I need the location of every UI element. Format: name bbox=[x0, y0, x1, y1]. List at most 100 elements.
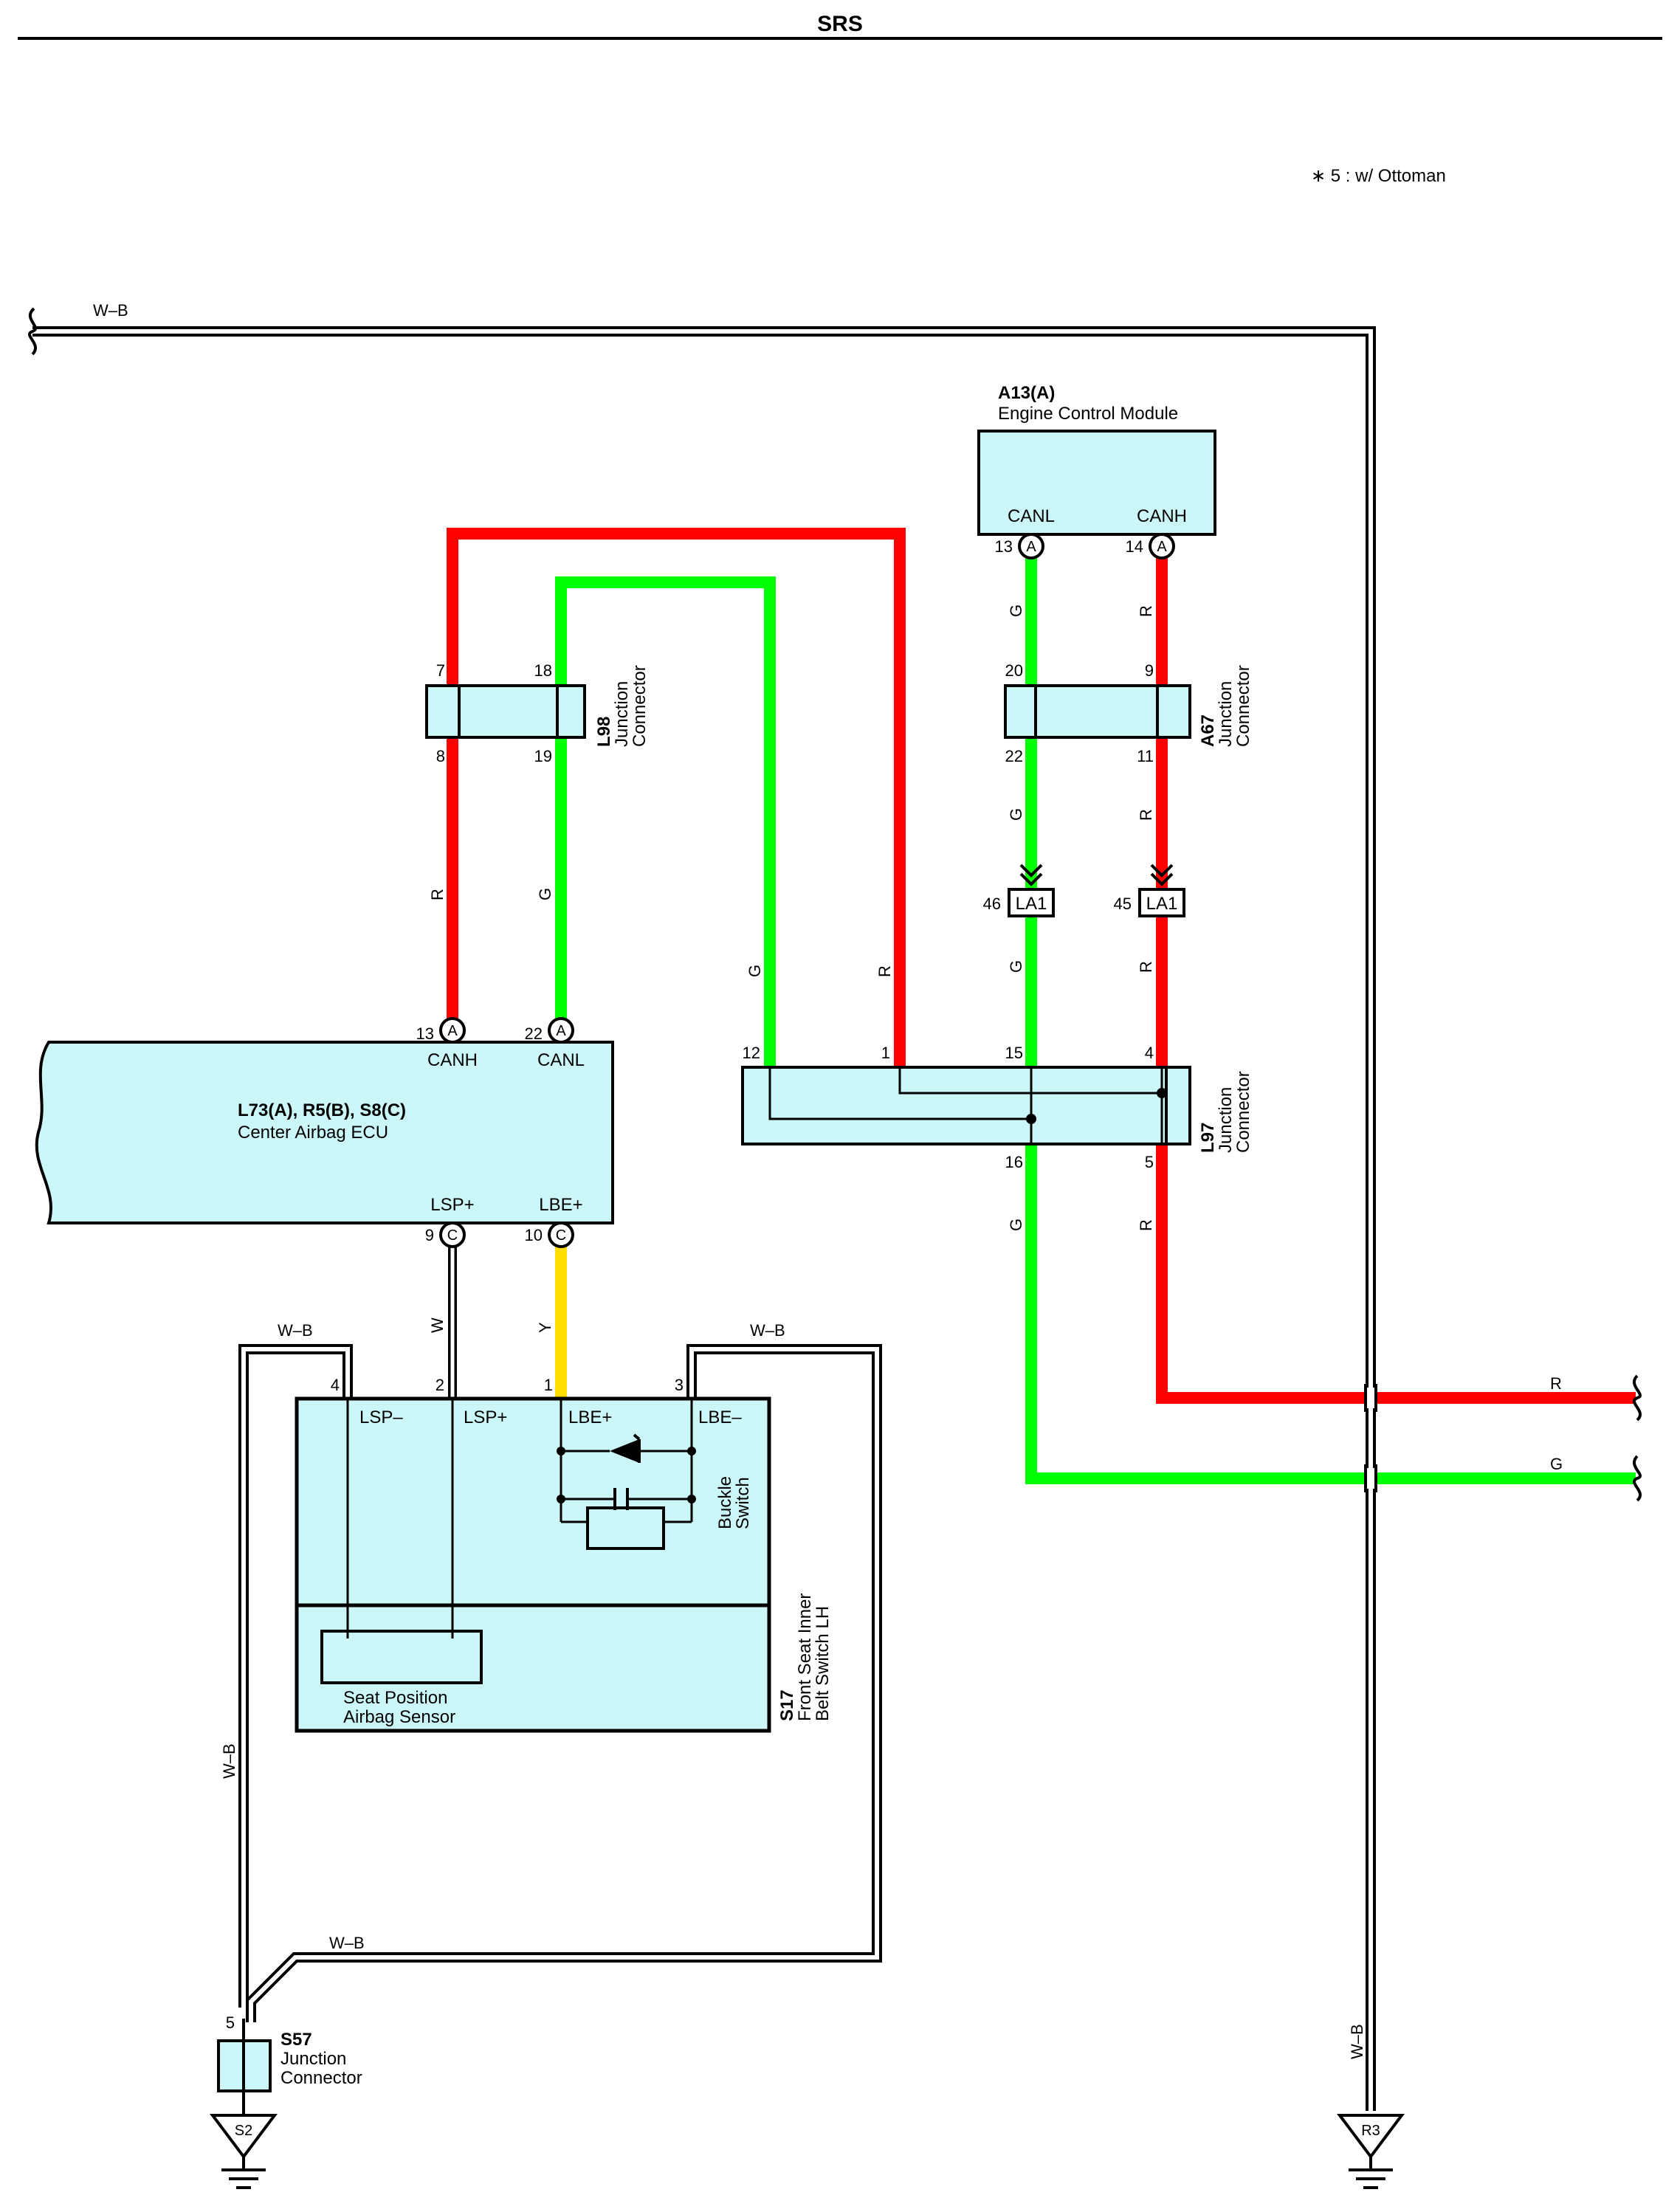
l97-name-1: Junction bbox=[1216, 1087, 1236, 1153]
s17-pin-1: 1 bbox=[544, 1376, 553, 1394]
s17-pin-4: 4 bbox=[331, 1376, 340, 1394]
wire-label-r-ecm: R bbox=[1137, 605, 1155, 617]
buckle-label-2: Switch bbox=[733, 1477, 753, 1529]
s17-name-2: Belt Switch LH bbox=[813, 1606, 833, 1721]
wire-label-w: W bbox=[428, 1317, 447, 1333]
connector-bubbles: A A A A C C bbox=[439, 533, 1175, 1248]
wire-green-l98-l97 bbox=[555, 576, 776, 1067]
wire-break-right-g bbox=[1633, 1455, 1642, 1502]
l98-code: L98 bbox=[594, 717, 614, 747]
ecu-lsp-no: 9 bbox=[425, 1226, 434, 1244]
wire-red-l97-out bbox=[1156, 1143, 1636, 1404]
ecm-name: Engine Control Module bbox=[998, 404, 1178, 424]
wire-green-l97-out bbox=[1025, 1143, 1636, 1484]
svg-text:A: A bbox=[1026, 539, 1036, 555]
svg-text:A: A bbox=[556, 1023, 566, 1039]
buckle-label-1: Buckle bbox=[715, 1476, 735, 1529]
s17-pin-lbe-plus: LBE+ bbox=[568, 1408, 612, 1427]
a67-name-1: Junction bbox=[1216, 681, 1236, 747]
l98-connector: 7 18 8 19 L98 Junction Connector bbox=[425, 661, 650, 765]
ecm-pin-canh: CANH bbox=[1137, 506, 1187, 526]
l98-name-1: Junction bbox=[612, 681, 632, 747]
l97-code: L97 bbox=[1198, 1123, 1218, 1153]
airbag-ecu: CANH CANL L73(A), R5(B), S8(C) Center Ai… bbox=[35, 1024, 614, 1244]
wire-label-r-a67: R bbox=[1137, 809, 1155, 821]
wire-wb-top bbox=[32, 326, 1376, 2111]
ecu-lbe-no: 10 bbox=[525, 1226, 543, 1244]
wire-label-wb-return: W–B bbox=[329, 1934, 365, 1952]
s17-code: S17 bbox=[777, 1689, 797, 1721]
l97-bus-green-a bbox=[768, 1067, 1031, 1120]
la1-pin-45: 45 bbox=[1114, 895, 1132, 913]
s17-pin-lsp-plus: LSP+ bbox=[464, 1408, 507, 1427]
s17-pin-2: 2 bbox=[436, 1376, 444, 1394]
la1-box-46 bbox=[1008, 888, 1055, 917]
a67-pin-22: 22 bbox=[1005, 747, 1023, 765]
l97-bus-red-a bbox=[898, 1067, 1162, 1095]
wire-label-wb-top: W–B bbox=[93, 301, 128, 320]
ecm-pin-canl: CANL bbox=[1008, 506, 1055, 526]
wire-label-y: Y bbox=[536, 1322, 554, 1333]
a67-code: A67 bbox=[1198, 714, 1218, 747]
ground-r3: R3 bbox=[1337, 2114, 1405, 2189]
s17-pin-3: 3 bbox=[675, 1376, 684, 1394]
wire-label-g-l98: G bbox=[536, 888, 554, 900]
wire-label-wb-pin3: W–B bbox=[750, 1321, 785, 1340]
svg-text:C: C bbox=[556, 1227, 566, 1244]
l98-pin-8: 8 bbox=[436, 747, 445, 765]
l97-connector: 12 1 15 4 16 5 L97 Junction Connector bbox=[741, 1044, 1253, 1171]
ground-r3-icon bbox=[1337, 2114, 1405, 2160]
s57-connector: 5 S57 Junction Connector bbox=[217, 2013, 362, 2115]
wire-break-left bbox=[28, 307, 38, 356]
wire-label-g-mid: G bbox=[746, 965, 764, 977]
wire-label-r-out: R bbox=[1550, 1374, 1562, 1393]
wire-wb-s17-pin3 bbox=[246, 1344, 882, 2022]
l98-name-2: Connector bbox=[630, 665, 650, 747]
ecu-pin-lbe: LBE+ bbox=[539, 1195, 582, 1215]
option-note: ∗ 5 : w/ Ottoman bbox=[1311, 166, 1446, 186]
wire-crossings bbox=[1364, 1384, 1377, 1492]
l97-name-2: Connector bbox=[1233, 1071, 1253, 1153]
l98-pin-19: 19 bbox=[534, 747, 552, 765]
ground-s2: S2 bbox=[210, 2114, 278, 2189]
la1-connector: LA1 LA1 46 45 bbox=[983, 864, 1185, 917]
l97-pin-16: 16 bbox=[1005, 1153, 1023, 1171]
la1-pin-46: 46 bbox=[983, 895, 1001, 913]
ecu-pin-lsp: LSP+ bbox=[430, 1195, 474, 1215]
a67-pin-11: 11 bbox=[1137, 747, 1154, 765]
a67-name-2: Connector bbox=[1233, 665, 1253, 747]
svg-text:A: A bbox=[447, 1023, 458, 1039]
l97-pin-5: 5 bbox=[1145, 1153, 1154, 1171]
wire-wb-s17-pin4 bbox=[238, 1344, 353, 2008]
ecm-box bbox=[977, 430, 1216, 536]
sensor-label-2: Airbag Sensor bbox=[343, 1707, 455, 1727]
la1-label-45: LA1 bbox=[1146, 894, 1178, 914]
s17-belt-switch: Seat Position Airbag Sensor LSP– LSP+ LB… bbox=[295, 1376, 833, 1733]
l98-pin-18: 18 bbox=[534, 661, 552, 680]
wire-red-l98-l97 bbox=[447, 528, 906, 1067]
ground-s2-icon bbox=[210, 2114, 278, 2160]
s57-name-2: Connector bbox=[280, 2068, 362, 2088]
la1-chevron-red bbox=[1150, 864, 1174, 886]
sensor-label-1: Seat Position bbox=[343, 1688, 447, 1708]
l97-pin-1: 1 bbox=[881, 1044, 890, 1062]
l97-splice-green bbox=[1026, 1114, 1036, 1124]
ecu-box bbox=[35, 1041, 614, 1224]
a67-box bbox=[1004, 684, 1191, 739]
wire-label-r-l98: R bbox=[428, 889, 447, 900]
wire-label-g-out: G bbox=[1550, 1455, 1563, 1473]
ecu-canh-no: 13 bbox=[416, 1024, 434, 1043]
wire-label-g-la1: G bbox=[1007, 960, 1025, 973]
can-wires bbox=[447, 528, 1636, 1484]
ecu-canl-no: 22 bbox=[525, 1024, 543, 1043]
a67-connector: 20 9 22 11 A67 Junction Connector bbox=[1004, 661, 1253, 765]
wire-label-wb-pin4: W–B bbox=[278, 1321, 313, 1340]
seat-position-sensor bbox=[320, 1630, 483, 1684]
page-title: SRS bbox=[817, 12, 863, 36]
svg-text:C: C bbox=[447, 1227, 458, 1244]
wire-label-g-a67: G bbox=[1007, 808, 1025, 821]
ecu-pin-canl: CANL bbox=[537, 1050, 585, 1070]
ecm-canl-no: 13 bbox=[995, 537, 1013, 556]
s17-pin-lbe-minus: LBE– bbox=[698, 1408, 742, 1427]
bubble-ecm-canl: A bbox=[1018, 533, 1044, 559]
